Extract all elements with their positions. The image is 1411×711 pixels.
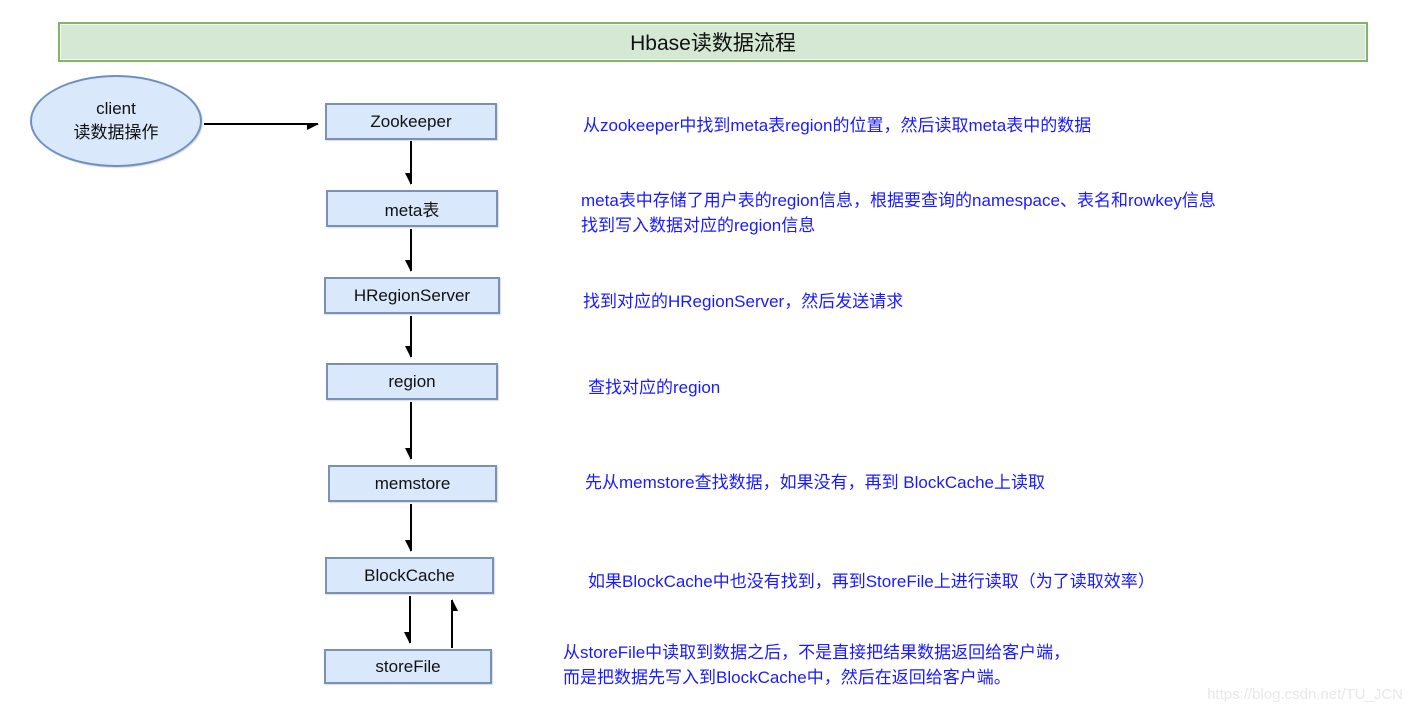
node-memstore-label: memstore <box>374 473 451 493</box>
node-blockcache: BlockCache <box>325 557 494 594</box>
annotation-line: 先从memstore查找数据，如果没有，再到 BlockCache上读取 <box>585 473 1046 492</box>
annotation-storefile: 从storeFile中读取到数据之后，不是直接把结果数据返回给客户端， 而是把数… <box>563 640 1070 690</box>
node-hregionserver: HRegionServer <box>324 277 500 314</box>
node-memstore: memstore <box>328 465 497 502</box>
annotation-region: 查找对应的region <box>588 375 720 400</box>
client-label-line1: client <box>96 99 136 118</box>
node-storefile-label: storeFile <box>375 656 441 676</box>
annotation-line: 从storeFile中读取到数据之后，不是直接把结果数据返回给客户端， <box>563 643 1071 662</box>
annotation-blockcache: 如果BlockCache中也没有找到，再到StoreFile上进行读取（为了读取… <box>588 569 1155 594</box>
annotation-line: 查找对应的region <box>588 378 721 397</box>
node-region-label: region <box>388 371 436 391</box>
node-hregionserver-label: HRegionServer <box>353 285 471 305</box>
annotation-meta-table: meta表中存储了用户表的region信息，根据要查询的namespace、表名… <box>581 188 1216 238</box>
node-region: region <box>326 363 498 400</box>
annotation-line: meta表中存储了用户表的region信息，根据要查询的namespace、表名… <box>581 191 1216 210</box>
annotation-zookeeper: 从zookeeper中找到meta表region的位置，然后读取meta表中的数… <box>583 113 1091 138</box>
diagram-title: Hbase读数据流程 <box>58 22 1368 62</box>
node-client: client 读数据操作 <box>30 75 202 167</box>
annotation-line: 从zookeeper中找到meta表region的位置，然后读取meta表中的数… <box>583 116 1092 135</box>
annotation-memstore: 先从memstore查找数据，如果没有，再到 BlockCache上读取 <box>585 470 1045 495</box>
client-label-line2: 读数据操作 <box>73 123 159 142</box>
node-storefile: storeFile <box>324 649 492 684</box>
annotation-hregionserver: 找到对应的HRegionServer，然后发送请求 <box>583 289 903 314</box>
annotation-line: 找到写入数据对应的region信息 <box>581 216 816 235</box>
annotation-line: 而是把数据先写入到BlockCache中，然后在返回给客户端。 <box>563 668 1011 687</box>
node-zookeeper: Zookeeper <box>325 103 497 140</box>
annotation-line: 如果BlockCache中也没有找到，再到StoreFile上进行读取（为了读取… <box>588 572 1155 591</box>
node-zookeeper-label: Zookeeper <box>370 111 452 131</box>
node-meta-table: meta表 <box>326 190 498 227</box>
annotation-line: 找到对应的HRegionServer，然后发送请求 <box>583 292 904 311</box>
node-blockcache-label: BlockCache <box>364 565 455 585</box>
watermark-url: https://blog.csdn.net/TU_JCN <box>1207 686 1403 703</box>
node-meta-table-label: meta表 <box>384 201 440 220</box>
